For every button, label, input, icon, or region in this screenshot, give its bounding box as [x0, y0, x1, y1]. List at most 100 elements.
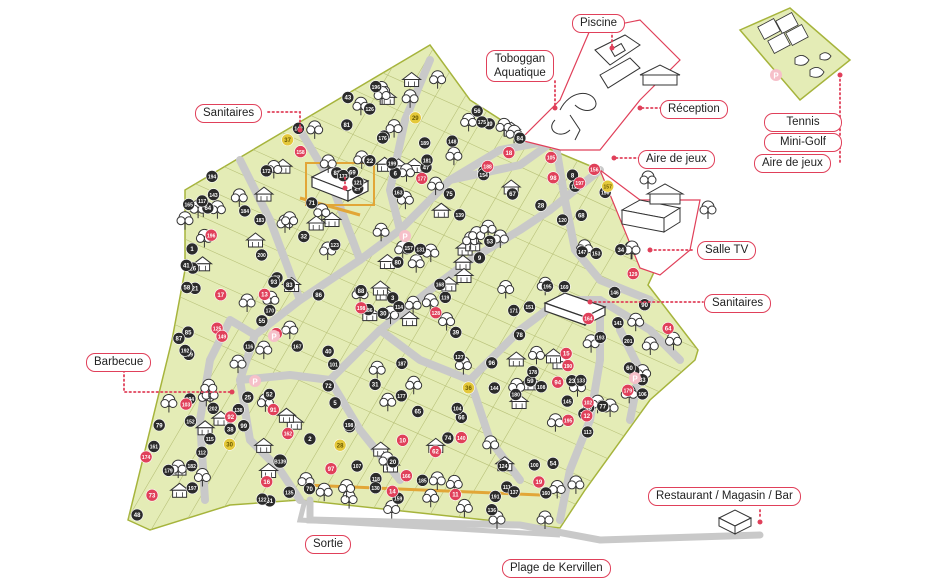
- pitch-number: 128: [432, 311, 441, 317]
- pitch-number: 56: [474, 109, 481, 115]
- pitch-number: 8: [571, 173, 575, 179]
- pitch-number: 34: [617, 248, 624, 254]
- pitch-number: 198: [357, 306, 366, 312]
- pitch-number: 58: [184, 286, 191, 292]
- pitch-number: 59: [527, 379, 534, 385]
- tv-room-building-2: [645, 183, 685, 205]
- pitch-number: 33: [639, 378, 646, 384]
- pitch-number: 15: [563, 352, 570, 358]
- pitch-number: 185: [418, 479, 427, 485]
- pitch-marker: 185: [416, 473, 429, 487]
- parking-icon: P: [773, 72, 779, 81]
- pitch-number: 38: [227, 427, 234, 433]
- pitch-marker: 3: [386, 291, 400, 305]
- pitch-marker: 168: [433, 277, 447, 291]
- pitch-marker: 165: [182, 198, 195, 211]
- pitch-marker: 167: [290, 339, 304, 353]
- pitch-marker: 9: [473, 251, 486, 265]
- pitch-number: 73: [149, 493, 156, 499]
- pitch-marker: 85: [181, 325, 195, 339]
- pitch-number: 162: [284, 432, 293, 438]
- pitch-marker: 135: [282, 485, 296, 499]
- pitch-number: 87: [176, 337, 183, 343]
- pitch-number: 26: [189, 266, 196, 272]
- pitch-number: 172: [262, 169, 271, 175]
- pitch-number: 27: [354, 187, 361, 193]
- pitch-number: 138: [234, 408, 243, 414]
- pitch-marker: 144: [488, 381, 501, 395]
- pitch-number: 68: [578, 214, 585, 220]
- pitch-number: 121: [354, 181, 363, 187]
- pitch-number: 151: [525, 305, 534, 311]
- pitch-marker: 152: [184, 414, 197, 428]
- pitch-number: 41: [183, 264, 190, 270]
- pitch-number: 74: [445, 436, 452, 442]
- pitch-number: 16: [263, 480, 270, 486]
- restaurant-building: [717, 509, 753, 535]
- pitch-marker: 30: [376, 306, 390, 320]
- pitch-number: 179: [624, 389, 633, 395]
- pitch-number: 125: [213, 326, 222, 332]
- pitch-number: 174: [142, 455, 151, 461]
- water-slide: [551, 92, 597, 141]
- label-aire-de-jeux-2: Aire de jeux: [754, 154, 831, 173]
- pitch-number: 105: [547, 156, 556, 162]
- pitch-number: 12: [583, 414, 590, 420]
- pitch-number: 39: [452, 331, 459, 337]
- pitch-marker: 30: [223, 437, 236, 451]
- pitch-marker: 56: [470, 104, 484, 118]
- pitch-marker: 179: [162, 464, 175, 477]
- pitch-marker: 116: [242, 340, 256, 353]
- pitch-marker: 146: [608, 286, 621, 299]
- parking-icon: P: [252, 378, 258, 387]
- pitch-number: 186: [364, 308, 373, 314]
- pitch-number: 118: [372, 477, 380, 483]
- pitch-number: 169: [560, 285, 569, 291]
- pitch-number: 197: [575, 181, 584, 187]
- pitch-marker: 53: [483, 235, 497, 248]
- pitch-number: 177: [397, 394, 406, 400]
- pitch-number: 109: [185, 353, 194, 359]
- pitch-marker: 78: [513, 328, 526, 341]
- pitch-number: B139: [274, 459, 286, 465]
- pitch-number: 154: [479, 173, 488, 179]
- pitch-marker: 93: [267, 275, 281, 289]
- pitch-marker: 98: [546, 171, 560, 184]
- pitch-marker: 196: [204, 228, 218, 242]
- pitch-number: 196: [372, 85, 381, 91]
- pitch-number: 175: [478, 120, 487, 126]
- pitch-marker: 130: [369, 481, 382, 495]
- label-restaurant: Restaurant / Magasin / Bar: [648, 487, 801, 506]
- pool: [594, 34, 641, 89]
- pitch-number: 37: [284, 138, 291, 144]
- pitch-number: 40: [325, 350, 332, 356]
- pitch-number: 6: [394, 171, 398, 177]
- pitch-marker: 107: [350, 459, 364, 473]
- pitch-marker: 87: [172, 332, 186, 345]
- pitch-marker: 193: [593, 331, 607, 344]
- pitch-marker: 108: [534, 380, 548, 394]
- pitch-number: 103: [182, 402, 191, 408]
- pitch-number: 92: [227, 415, 234, 421]
- pool-zone: [518, 19, 681, 151]
- pitch-marker: 70: [303, 482, 316, 495]
- pitch-number: 29: [412, 116, 419, 122]
- pitch-marker: 18: [502, 146, 516, 159]
- pitch-number: 107: [353, 464, 362, 470]
- pitch-marker: 83: [282, 278, 296, 291]
- pitch-number: 83: [286, 283, 293, 289]
- pitch-number: 159: [394, 496, 403, 502]
- pitch-marker: 105: [544, 151, 558, 164]
- pitch-number: 201: [624, 339, 633, 345]
- pitch-marker: 102: [581, 396, 595, 409]
- pitch-number: 165: [185, 203, 194, 209]
- pitch-marker: 194: [205, 170, 219, 183]
- pitch-marker: 58: [180, 281, 194, 294]
- parking-icon: P: [402, 233, 408, 242]
- pitch-marker: 103: [179, 397, 193, 411]
- pitch-number: 30: [226, 443, 233, 449]
- pitch-number: 99: [240, 424, 247, 430]
- pitch-number: 122: [258, 497, 267, 503]
- pitch-marker: 172: [260, 164, 273, 178]
- pitch-marker: 147: [575, 245, 589, 259]
